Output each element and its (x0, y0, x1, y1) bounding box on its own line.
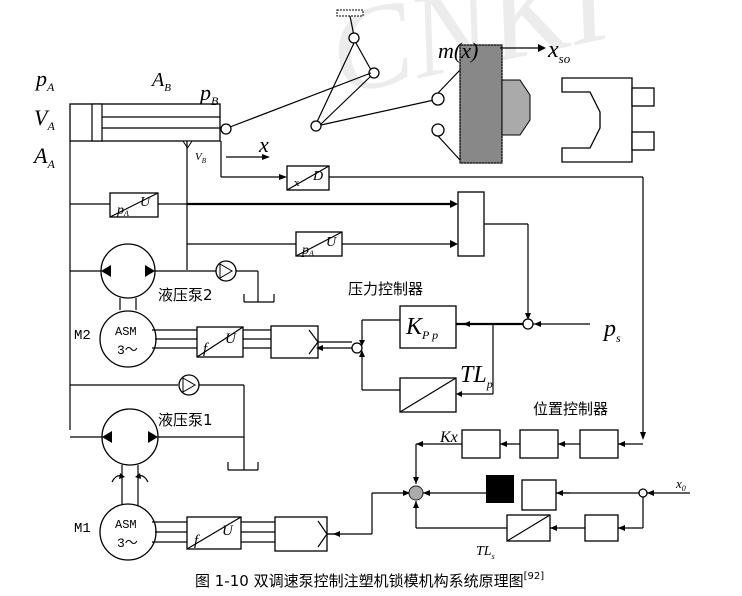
mass-position-label: m(x) xso (438, 37, 571, 66)
pressure-controller: 压力控制器 KP p TLp ps (348, 280, 621, 413)
svg-text:Kx: Kx (439, 429, 458, 446)
label-pressure-ctrl: 压力控制器 (348, 280, 423, 298)
label-position-ctrl: 位置控制器 (533, 400, 608, 418)
hydraulic-cylinder (69, 103, 232, 430)
svg-text:f: f (203, 341, 209, 357)
label-AB: AB (150, 69, 171, 94)
label-pump2: 液压泵2 (158, 286, 213, 304)
svg-text:3～: 3～ (117, 536, 138, 551)
motor-m2: M2 ASM 3～ (74, 310, 197, 368)
svg-text:TLp: TLp (460, 362, 493, 391)
cylinder-labels: pA VA AA AB pB VB (32, 66, 219, 171)
label-x0: x0 (675, 476, 686, 493)
svg-text:U: U (222, 523, 234, 539)
label-m2: M2 (74, 328, 91, 344)
svg-text:pA: pA (301, 243, 314, 258)
label-AA: AA (32, 143, 55, 171)
svg-text:U: U (326, 235, 337, 250)
svg-text:TLs: TLs (476, 544, 495, 561)
svg-text:3～: 3～ (117, 343, 138, 358)
label-pB: pB (198, 80, 219, 108)
svg-text:ASM: ASM (115, 325, 137, 339)
label-xso: xso (547, 37, 571, 66)
svg-text:f: f (194, 533, 200, 549)
svg-text:D: D (312, 169, 323, 184)
svg-text:U: U (140, 195, 151, 210)
pressure-selector-block (457, 191, 531, 320)
pressure-sensor-2: pA U (187, 231, 458, 258)
svg-text:pA: pA (116, 203, 129, 218)
svg-text:U: U (225, 331, 237, 347)
svg-text:KP p: KP p (405, 314, 438, 342)
label-m1: M1 (74, 521, 91, 537)
label-VB: VB (195, 151, 207, 165)
moving-mold (437, 44, 531, 164)
svg-text:x: x (294, 177, 300, 189)
label-VA: VA (34, 105, 55, 133)
label-mx: m(x) (438, 38, 478, 63)
vfd-2: f U (196, 325, 319, 359)
label-ps: ps (602, 316, 621, 345)
label-pump1: 液压泵1 (158, 411, 213, 429)
pump-1: 液压泵1 (70, 374, 259, 505)
pump-2: 液压泵2 (70, 243, 275, 310)
displacement-sensor-block: x D (286, 165, 646, 440)
figure-caption: 图 1-10 双调速泵控制注塑机锁模机构系统原理图[92] (195, 571, 544, 590)
pressure-sensor-1: pA U (70, 141, 458, 270)
position-controller: 位置控制器 Kx x0 TLs (408, 400, 690, 561)
label-pA: pA (34, 66, 55, 94)
fixed-mold (561, 77, 655, 163)
label-x: x (258, 132, 269, 157)
motor-m1: M1 ASM 3～ (74, 503, 187, 561)
pressure-ctrl-sum (316, 319, 400, 391)
position-signal: x (220, 132, 287, 180)
svg-text:ASM: ASM (115, 518, 137, 532)
vfd-1: f U (186, 490, 410, 552)
